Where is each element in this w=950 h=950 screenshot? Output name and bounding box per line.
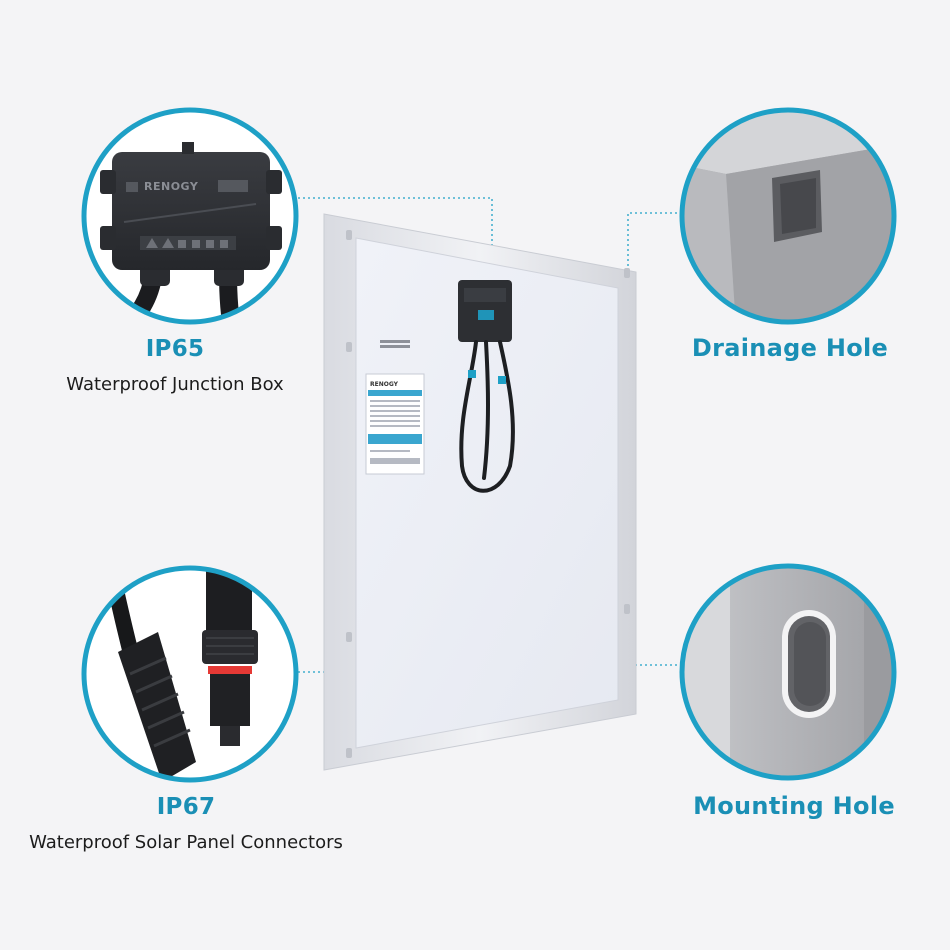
junction-box-description: Waterproof Junction Box — [66, 374, 284, 395]
panel-cables — [459, 340, 515, 493]
junction-box-callout: IP65 Waterproof Junction Box — [40, 336, 310, 395]
mounting-hole-closeup — [679, 563, 897, 781]
panel-junction-box — [458, 280, 512, 342]
drainage-hole-title: Drainage Hole — [691, 334, 889, 362]
connectors-description: Waterproof Solar Panel Connectors — [29, 832, 343, 853]
panel-backsheet — [355, 237, 619, 749]
drainage-hole-closeup — [679, 107, 897, 325]
connectors-callout: IP67 Waterproof Solar Panel Connectors — [0, 794, 372, 853]
junction-box-brand-text: RENOGY — [144, 180, 199, 193]
junction-box-closeup: RENOGY — [81, 107, 299, 325]
solar-panel-back: RENOGY — [323, 213, 637, 771]
barcode — [380, 340, 410, 348]
mounting-hole-callout: Mounting Hole — [676, 792, 912, 820]
drainage-hole-callout: Drainage Hole — [670, 334, 910, 362]
junction-box-rating: IP65 — [145, 336, 205, 362]
mounting-hole-title: Mounting Hole — [693, 792, 895, 820]
spec-sticker: RENOGY — [365, 373, 425, 475]
connectors-rating: IP67 — [156, 794, 216, 820]
panel-connector-caps — [468, 370, 506, 384]
connectors-closeup — [81, 565, 299, 783]
sticker-brand-text: RENOGY — [370, 381, 399, 388]
